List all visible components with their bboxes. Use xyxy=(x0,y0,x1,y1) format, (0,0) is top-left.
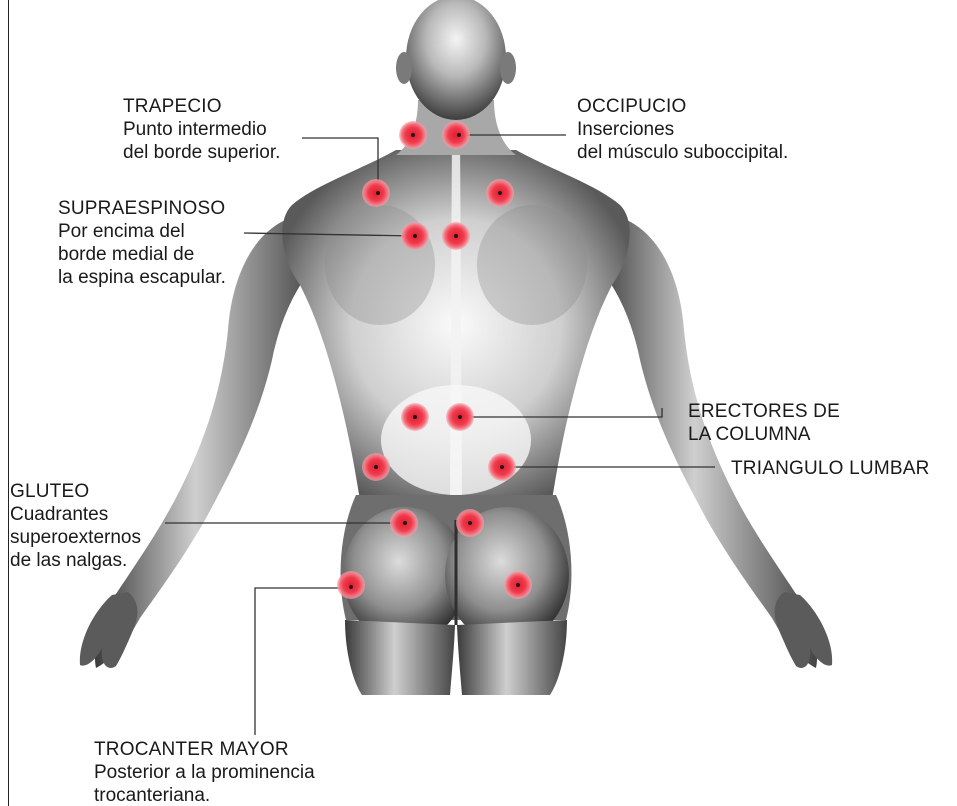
label-erectores-line-1: LA COLUMNA xyxy=(688,423,840,446)
tender-point-occiput-right xyxy=(442,121,470,149)
tender-point-lumbar-right xyxy=(488,453,516,481)
tender-point-trochanter-right xyxy=(504,571,532,599)
tender-point-trochanter-left xyxy=(337,571,365,599)
tender-point-erector-right xyxy=(446,403,474,431)
label-occipucio-title: OCCIPUCIO xyxy=(577,95,788,118)
label-supraespinoso: SUPRAESPINOSO Por encima del borde media… xyxy=(58,197,226,289)
label-trocanter: TROCANTER MAYOR Posterior a la prominenc… xyxy=(94,738,315,806)
leader-trocanter xyxy=(255,588,350,735)
tender-point-gluteal-right xyxy=(456,509,484,537)
head xyxy=(406,0,506,120)
tender-point-supraspinatus-right xyxy=(442,222,470,250)
label-trocanter-line-2: trocanteriana. xyxy=(94,784,315,806)
left-hand xyxy=(80,592,138,668)
label-trapecio-line-2: del borde superior. xyxy=(123,141,280,164)
tender-point-lumbar-left xyxy=(362,453,390,481)
label-trapecio: TRAPECIO Punto intermedio del borde supe… xyxy=(123,95,280,164)
tender-point-occiput-left xyxy=(399,121,427,149)
label-supraespinoso-title: SUPRAESPINOSO xyxy=(58,197,226,220)
label-gluteo-line-3: de las nalgas. xyxy=(10,549,141,572)
tender-point-trapezius-left xyxy=(362,179,390,207)
tender-point-trapezius-right xyxy=(486,179,514,207)
label-trocanter-title: TROCANTER MAYOR xyxy=(94,738,315,761)
left-ear xyxy=(396,52,412,84)
label-occipucio-line-2: del músculo suboccipital. xyxy=(577,141,788,164)
label-supraespinoso-line-1: Por encima del xyxy=(58,220,226,243)
label-supraespinoso-line-2: borde medial de xyxy=(58,243,226,266)
label-triangulo-title: TRIANGULO LUMBAR xyxy=(731,457,930,480)
label-gluteo-line-2: superoexternos xyxy=(10,526,141,549)
tender-point-supraspinatus-left xyxy=(401,222,429,250)
label-trocanter-line-1: Posterior a la prominencia xyxy=(94,761,315,784)
tender-point-gluteal-left xyxy=(390,509,418,537)
label-occipucio-line-1: Inserciones xyxy=(577,118,788,141)
label-triangulo: TRIANGULO LUMBAR xyxy=(731,457,930,480)
label-gluteo: GLUTEO Cuadrantes superoexternos de las … xyxy=(10,480,141,572)
label-occipucio: OCCIPUCIO Inserciones del músculo subocc… xyxy=(577,95,788,164)
label-trapecio-line-1: Punto intermedio xyxy=(123,118,280,141)
label-gluteo-title: GLUTEO xyxy=(10,480,141,503)
label-erectores-title: ERECTORES DE xyxy=(688,400,840,423)
label-trapecio-title: TRAPECIO xyxy=(123,95,280,118)
right-ear xyxy=(500,52,516,84)
tender-point-erector-left xyxy=(401,403,429,431)
right-thigh xyxy=(457,620,567,695)
right-hand xyxy=(775,592,833,668)
label-gluteo-line-1: Cuadrantes xyxy=(10,503,141,526)
label-erectores: ERECTORES DE LA COLUMNA xyxy=(688,400,840,446)
label-supraespinoso-line-3: la espina escapular. xyxy=(58,266,226,289)
right-scapula-shading xyxy=(477,205,587,325)
left-thigh xyxy=(345,620,455,695)
